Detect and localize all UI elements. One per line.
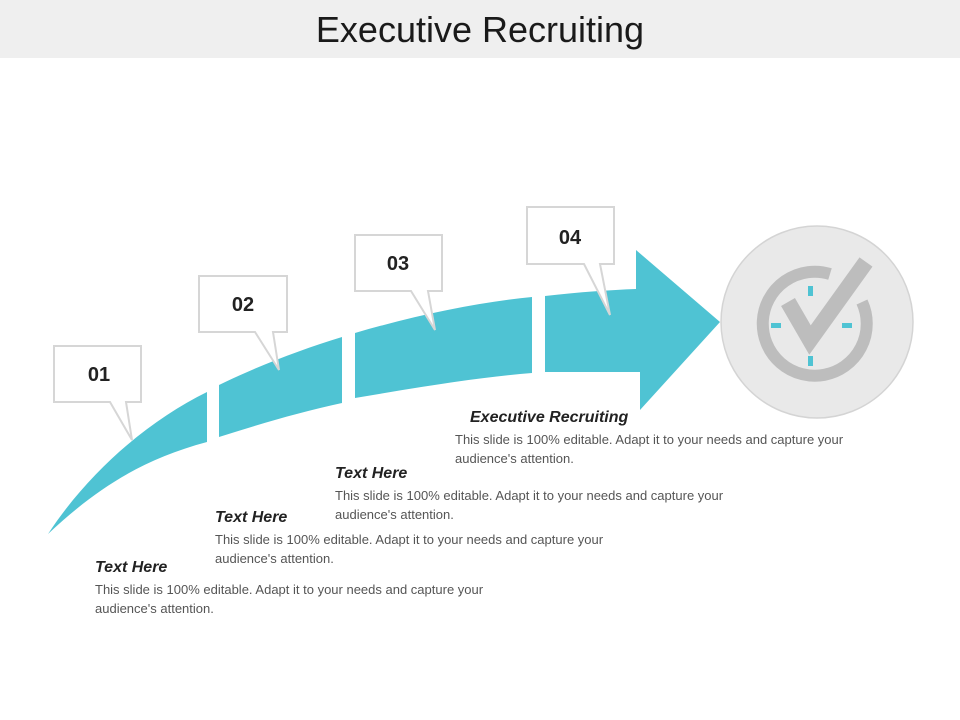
- step-3-text: Text Here This slide is 100% editable. A…: [335, 465, 775, 524]
- callout-04: 04: [526, 206, 615, 316]
- arrow-segment-2: [219, 337, 342, 437]
- clock-check-icon: [720, 225, 914, 419]
- callout-number: 03: [387, 253, 409, 275]
- step-body: This slide is 100% editable. Adapt it to…: [215, 532, 604, 566]
- callout-number: 04: [559, 227, 582, 249]
- step-2-text: Text Here This slide is 100% editable. A…: [215, 509, 655, 568]
- step-heading: Executive Recruiting: [470, 409, 629, 426]
- step-heading: Text Here: [335, 465, 408, 482]
- step-1-text: Text Here This slide is 100% editable. A…: [95, 559, 535, 618]
- step-body: This slide is 100% editable. Adapt it to…: [95, 582, 484, 616]
- step-body: This slide is 100% editable. Adapt it to…: [335, 488, 724, 522]
- page-title: Executive Recruiting: [315, 9, 645, 50]
- step-heading: Text Here: [95, 559, 168, 576]
- step-heading: Text Here: [215, 509, 288, 526]
- callout-01: 01: [53, 345, 142, 441]
- step-body: This slide is 100% editable. Adapt it to…: [455, 432, 844, 466]
- arrow-head-segment: [545, 250, 720, 410]
- callout-number: 02: [232, 294, 254, 316]
- callout-03: 03: [354, 234, 443, 331]
- callout-number: 01: [88, 364, 110, 386]
- arrow-segment-3: [355, 297, 532, 398]
- step-4-text: Executive Recruiting This slide is 100% …: [455, 409, 895, 468]
- callout-02: 02: [198, 275, 288, 371]
- arrow-segment-1: [48, 392, 207, 534]
- title-bar: [0, 0, 960, 58]
